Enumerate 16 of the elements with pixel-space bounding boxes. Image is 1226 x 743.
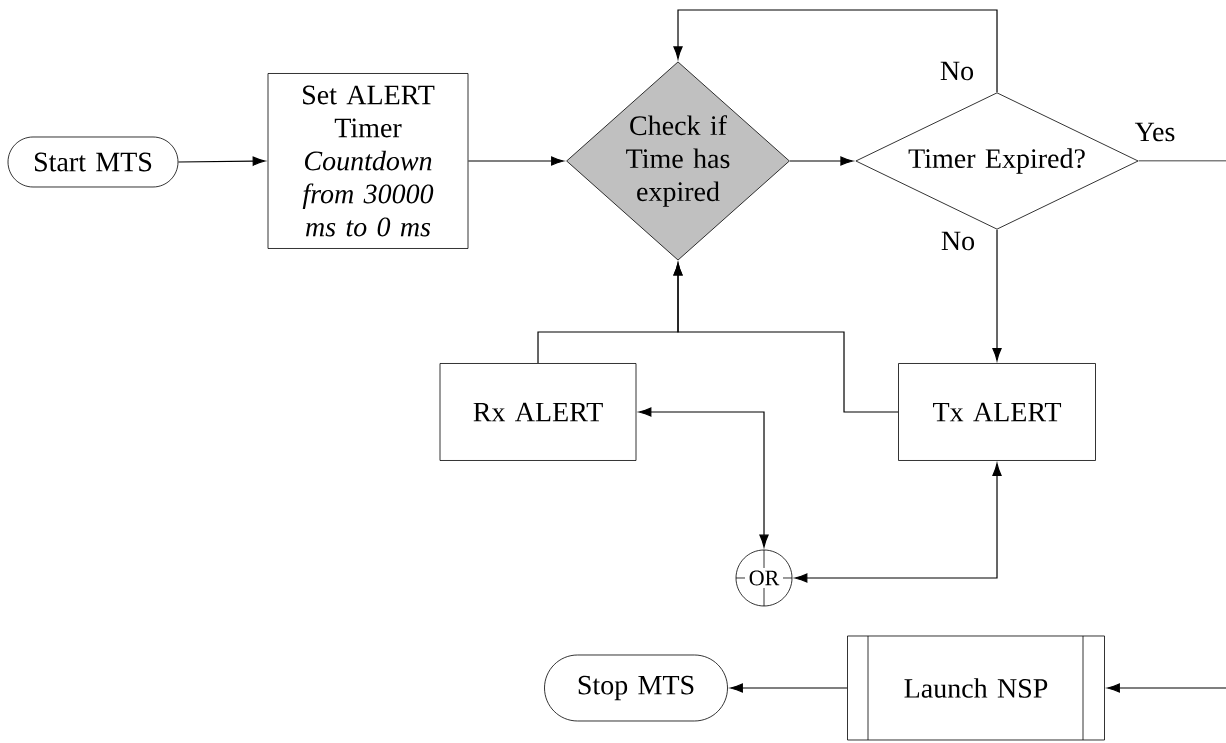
arrow [467, 156, 564, 166]
arrow [673, 262, 899, 413]
arrow [992, 229, 1002, 361]
arrow [638, 407, 769, 548]
process-box: Tx ALERT [898, 363, 1096, 461]
arrow [177, 156, 266, 166]
process-box: Set ALERT Timer Countdown from 30000 ms to 0 ms [267, 73, 469, 249]
predefined-process-box: Launch NSP [847, 635, 1105, 741]
arrow [673, 9, 998, 93]
edge-label: No [938, 229, 978, 253]
arrow [794, 463, 1002, 583]
process-box: Rx ALERT [439, 363, 637, 461]
arrow [1107, 683, 1226, 693]
arrow [730, 683, 848, 693]
arrow [789, 156, 854, 166]
edge-label: No [937, 59, 977, 83]
